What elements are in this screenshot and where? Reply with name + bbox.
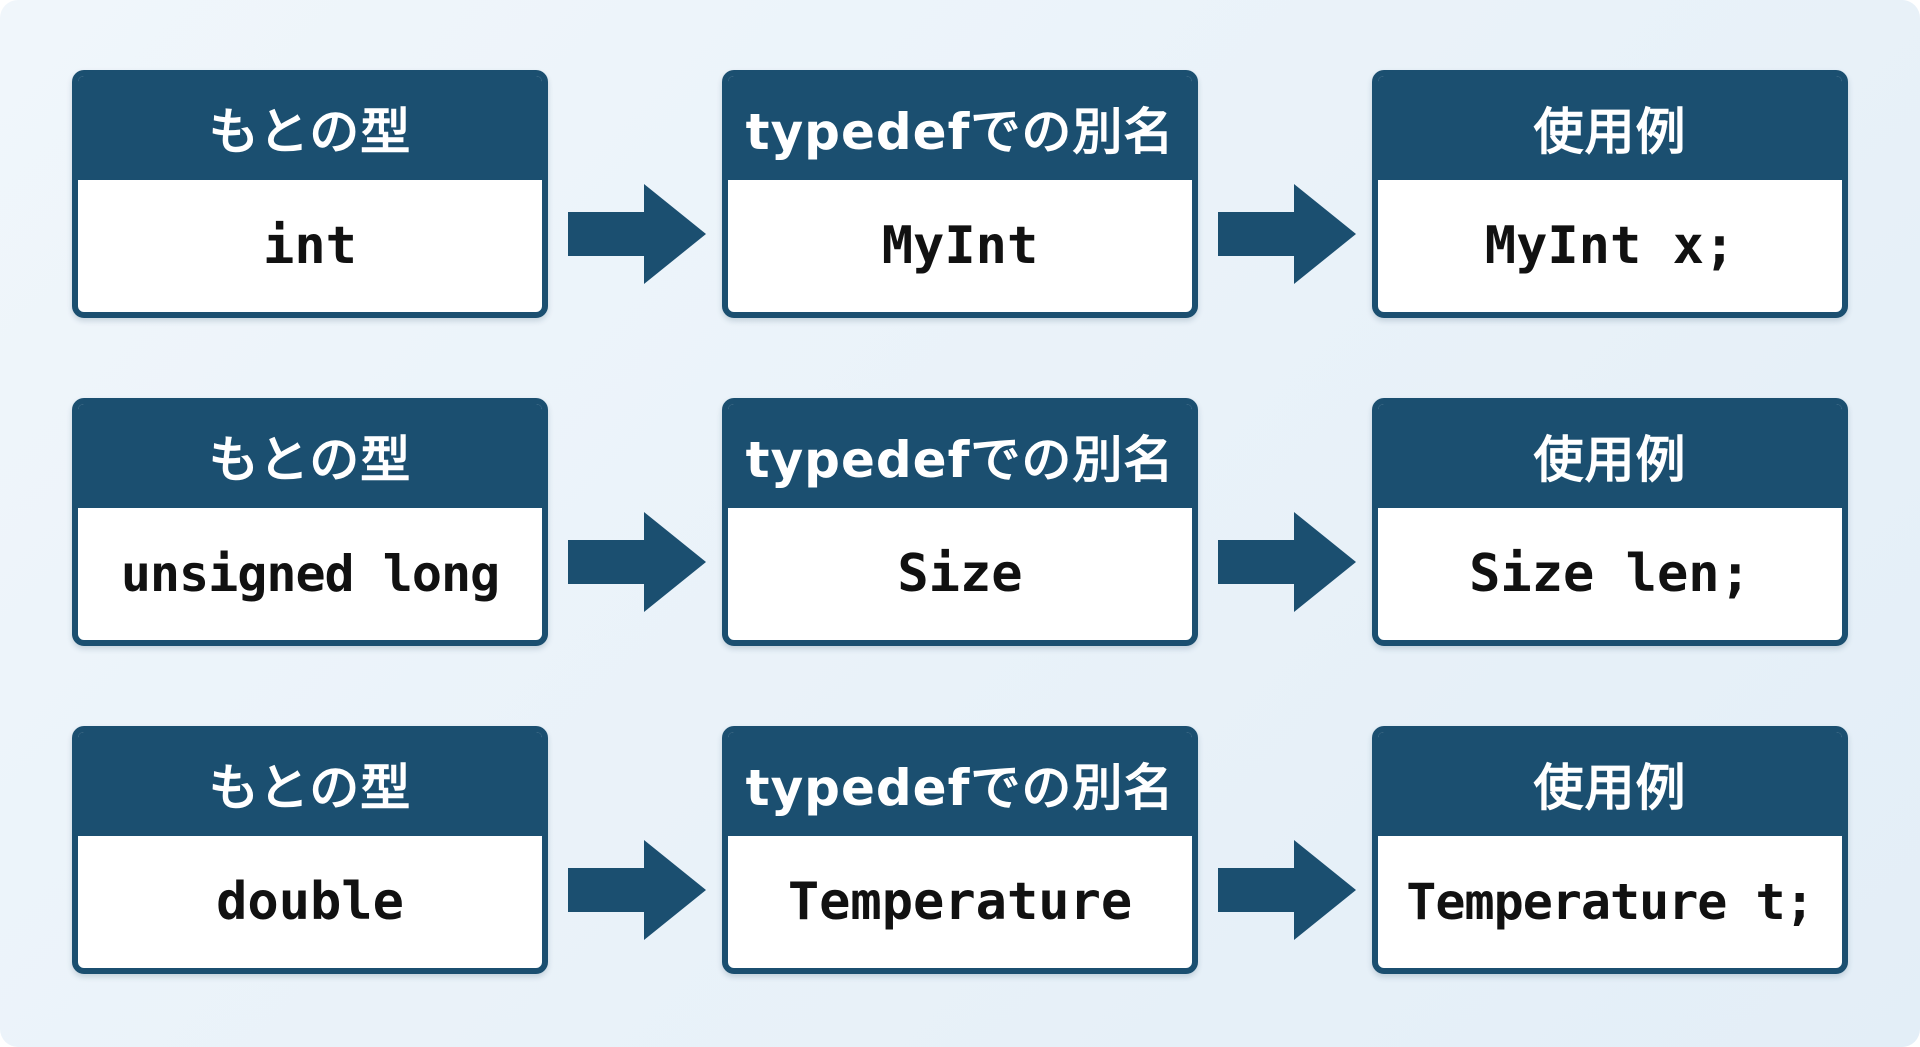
alias-value: Size xyxy=(897,544,1023,604)
usage-card: 使用例 Size len; xyxy=(1372,398,1848,646)
usage-header: 使用例 xyxy=(1378,732,1842,836)
typedef-row: もとの型 double typedefでの別名 Temperature 使用例 … xyxy=(72,726,1848,974)
original-type-card: もとの型 int xyxy=(72,70,548,318)
usage-header: 使用例 xyxy=(1378,76,1842,180)
usage-value: Size len; xyxy=(1469,544,1751,604)
original-type-header: もとの型 xyxy=(78,732,542,836)
right-arrow-icon xyxy=(1218,840,1356,940)
alias-header: typedefでの別名 xyxy=(728,404,1192,508)
original-type-header: もとの型 xyxy=(78,76,542,180)
original-type-value: int xyxy=(263,216,357,276)
typedef-row: もとの型 unsigned long typedefでの別名 Size 使用例 … xyxy=(72,398,1848,646)
usage-card: 使用例 Temperature t; xyxy=(1372,726,1848,974)
right-arrow-icon xyxy=(568,184,706,284)
right-arrow-icon xyxy=(568,840,706,940)
alias-header: typedefでの別名 xyxy=(728,76,1192,180)
alias-card: typedefでの別名 Temperature xyxy=(722,726,1198,974)
typedef-row: もとの型 int typedefでの別名 MyInt 使用例 MyInt x; xyxy=(72,70,1848,318)
alias-card: typedefでの別名 Size xyxy=(722,398,1198,646)
right-arrow-icon xyxy=(568,512,706,612)
original-type-card: もとの型 double xyxy=(72,726,548,974)
right-arrow-icon xyxy=(1218,184,1356,284)
alias-header: typedefでの別名 xyxy=(728,732,1192,836)
usage-value: Temperature t; xyxy=(1406,873,1814,931)
usage-value: MyInt x; xyxy=(1484,216,1736,276)
right-arrow-icon xyxy=(1218,512,1356,612)
original-type-header: もとの型 xyxy=(78,404,542,508)
original-type-value: double xyxy=(216,872,404,932)
alias-card: typedefでの別名 MyInt xyxy=(722,70,1198,318)
usage-card: 使用例 MyInt x; xyxy=(1372,70,1848,318)
original-type-card: もとの型 unsigned long xyxy=(72,398,548,646)
alias-value: Temperature xyxy=(787,872,1133,932)
usage-header: 使用例 xyxy=(1378,404,1842,508)
original-type-value: unsigned long xyxy=(120,545,500,603)
alias-value: MyInt xyxy=(881,216,1039,276)
